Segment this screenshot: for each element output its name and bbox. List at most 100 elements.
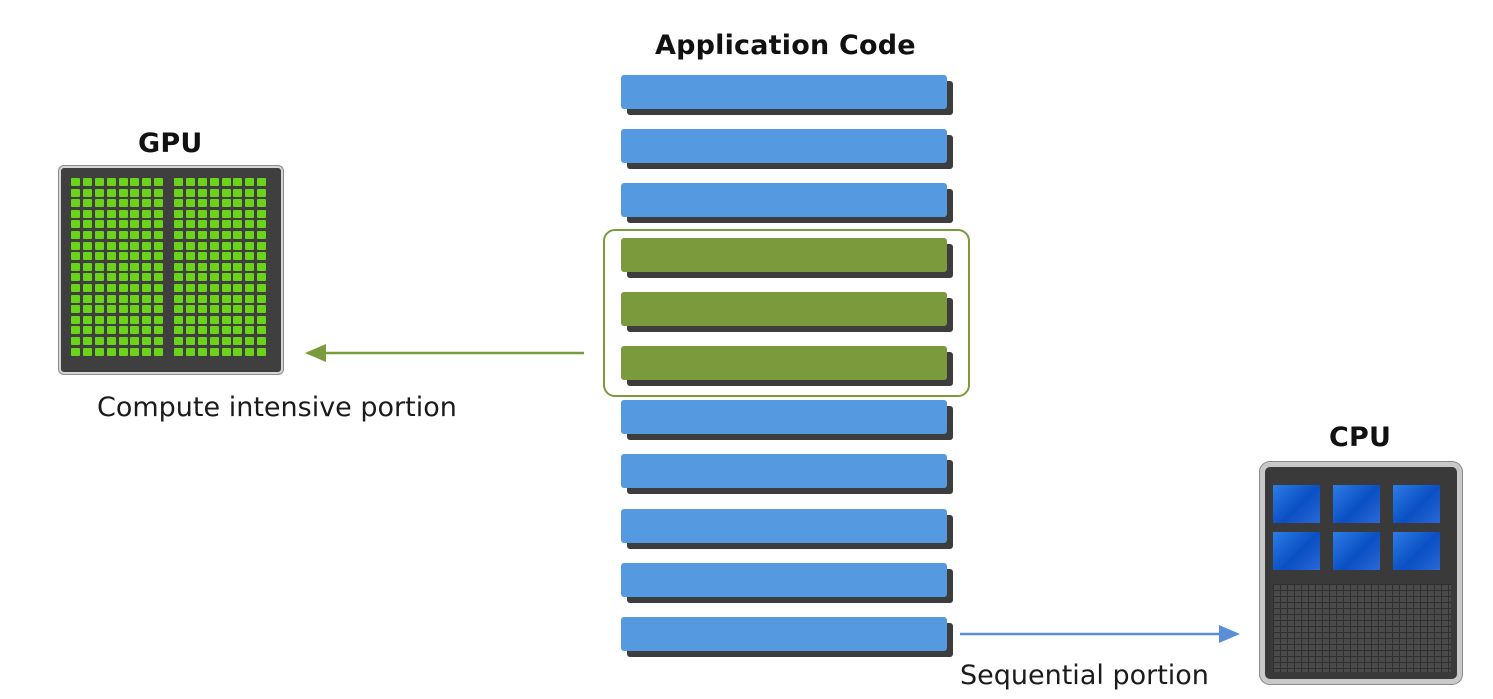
gpu-core [185, 347, 195, 356]
gpu-core [106, 241, 116, 250]
gpu-core [209, 241, 219, 250]
gpu-core [118, 315, 128, 324]
gpu-core [245, 199, 255, 208]
gpu-core [185, 188, 195, 197]
gpu-core [71, 209, 80, 218]
gpu-core [82, 273, 92, 282]
cpu-core [1393, 532, 1440, 570]
gpu-core [154, 294, 164, 303]
gpu-core [154, 347, 164, 356]
gpu-core-grid-right [174, 178, 267, 356]
gpu-core [106, 230, 116, 239]
gpu-core [130, 230, 140, 239]
gpu-core [94, 305, 104, 314]
gpu-core [233, 188, 243, 197]
gpu-core [257, 188, 267, 197]
gpu-core [71, 326, 80, 335]
gpu-core [118, 273, 128, 282]
gpu-core [118, 230, 128, 239]
gpu-core [71, 199, 80, 208]
gpu-core [130, 283, 140, 292]
gpu-core [130, 294, 140, 303]
gpu-core [154, 283, 164, 292]
gpu-core [154, 305, 164, 314]
gpu-core [82, 220, 92, 229]
gpu-core [106, 188, 116, 197]
gpu-core [185, 241, 195, 250]
gpu-core [197, 199, 207, 208]
cpu-title: CPU [1329, 422, 1392, 453]
gpu-core [154, 273, 164, 282]
gpu-caption: Compute intensive portion [97, 392, 457, 423]
gpu-core [209, 220, 219, 229]
gpu-core [142, 220, 152, 229]
gpu-core [257, 178, 267, 186]
gpu-core [142, 230, 152, 239]
sequential-code-block [621, 617, 947, 651]
gpu-core [245, 273, 255, 282]
gpu-core [233, 252, 243, 261]
gpu-core [82, 178, 92, 186]
gpu-core [130, 326, 140, 335]
gpu-core [82, 294, 92, 303]
gpu-core [233, 241, 243, 250]
gpu-core [71, 273, 80, 282]
gpu-core [106, 252, 116, 261]
cpu-arrow [960, 625, 1240, 643]
gpu-core [257, 230, 267, 239]
gpu-core [197, 230, 207, 239]
gpu-core [142, 315, 152, 324]
gpu-core [174, 315, 183, 324]
gpu-core [209, 336, 219, 345]
gpu-core [154, 220, 164, 229]
gpu-core [82, 283, 92, 292]
gpu-core [154, 326, 164, 335]
sequential-code-block [621, 183, 947, 218]
gpu-core [118, 326, 128, 335]
sequential-code-block [621, 400, 947, 435]
gpu-core [154, 178, 164, 186]
gpu-core [130, 336, 140, 345]
gpu-core [174, 305, 183, 314]
gpu-core [106, 262, 116, 271]
gpu-core [233, 347, 243, 356]
gpu-core [197, 273, 207, 282]
gpu-core [71, 241, 80, 250]
gpu-core [142, 283, 152, 292]
gpu-core [197, 283, 207, 292]
gpu-core [154, 262, 164, 271]
gpu-core [94, 283, 104, 292]
gpu-core [257, 199, 267, 208]
gpu-core [142, 178, 152, 186]
sequential-code-block [621, 562, 947, 597]
gpu-core [233, 220, 243, 229]
gpu-core [257, 209, 267, 218]
gpu-core [174, 294, 183, 303]
gpu-core [197, 241, 207, 250]
gpu-core [71, 315, 80, 324]
gpu-core [245, 315, 255, 324]
gpu-core [94, 178, 104, 186]
gpu-core [174, 230, 183, 239]
gpu-core [130, 209, 140, 218]
gpu-core [118, 283, 128, 292]
gpu-core [197, 336, 207, 345]
gpu-core [233, 230, 243, 239]
cpu-caption: Sequential portion [960, 660, 1209, 691]
gpu-core [142, 252, 152, 261]
gpu-core [174, 283, 183, 292]
gpu-core [106, 283, 116, 292]
gpu-arrow [305, 344, 584, 362]
parallel-code-block [621, 346, 947, 380]
gpu-core [233, 199, 243, 208]
gpu-core [71, 178, 80, 186]
gpu-core [221, 209, 231, 218]
gpu-core [233, 326, 243, 335]
gpu-core [233, 315, 243, 324]
gpu-core [221, 241, 231, 250]
gpu-core [130, 178, 140, 186]
gpu-core [94, 209, 104, 218]
gpu-core [209, 230, 219, 239]
gpu-core [118, 209, 128, 218]
